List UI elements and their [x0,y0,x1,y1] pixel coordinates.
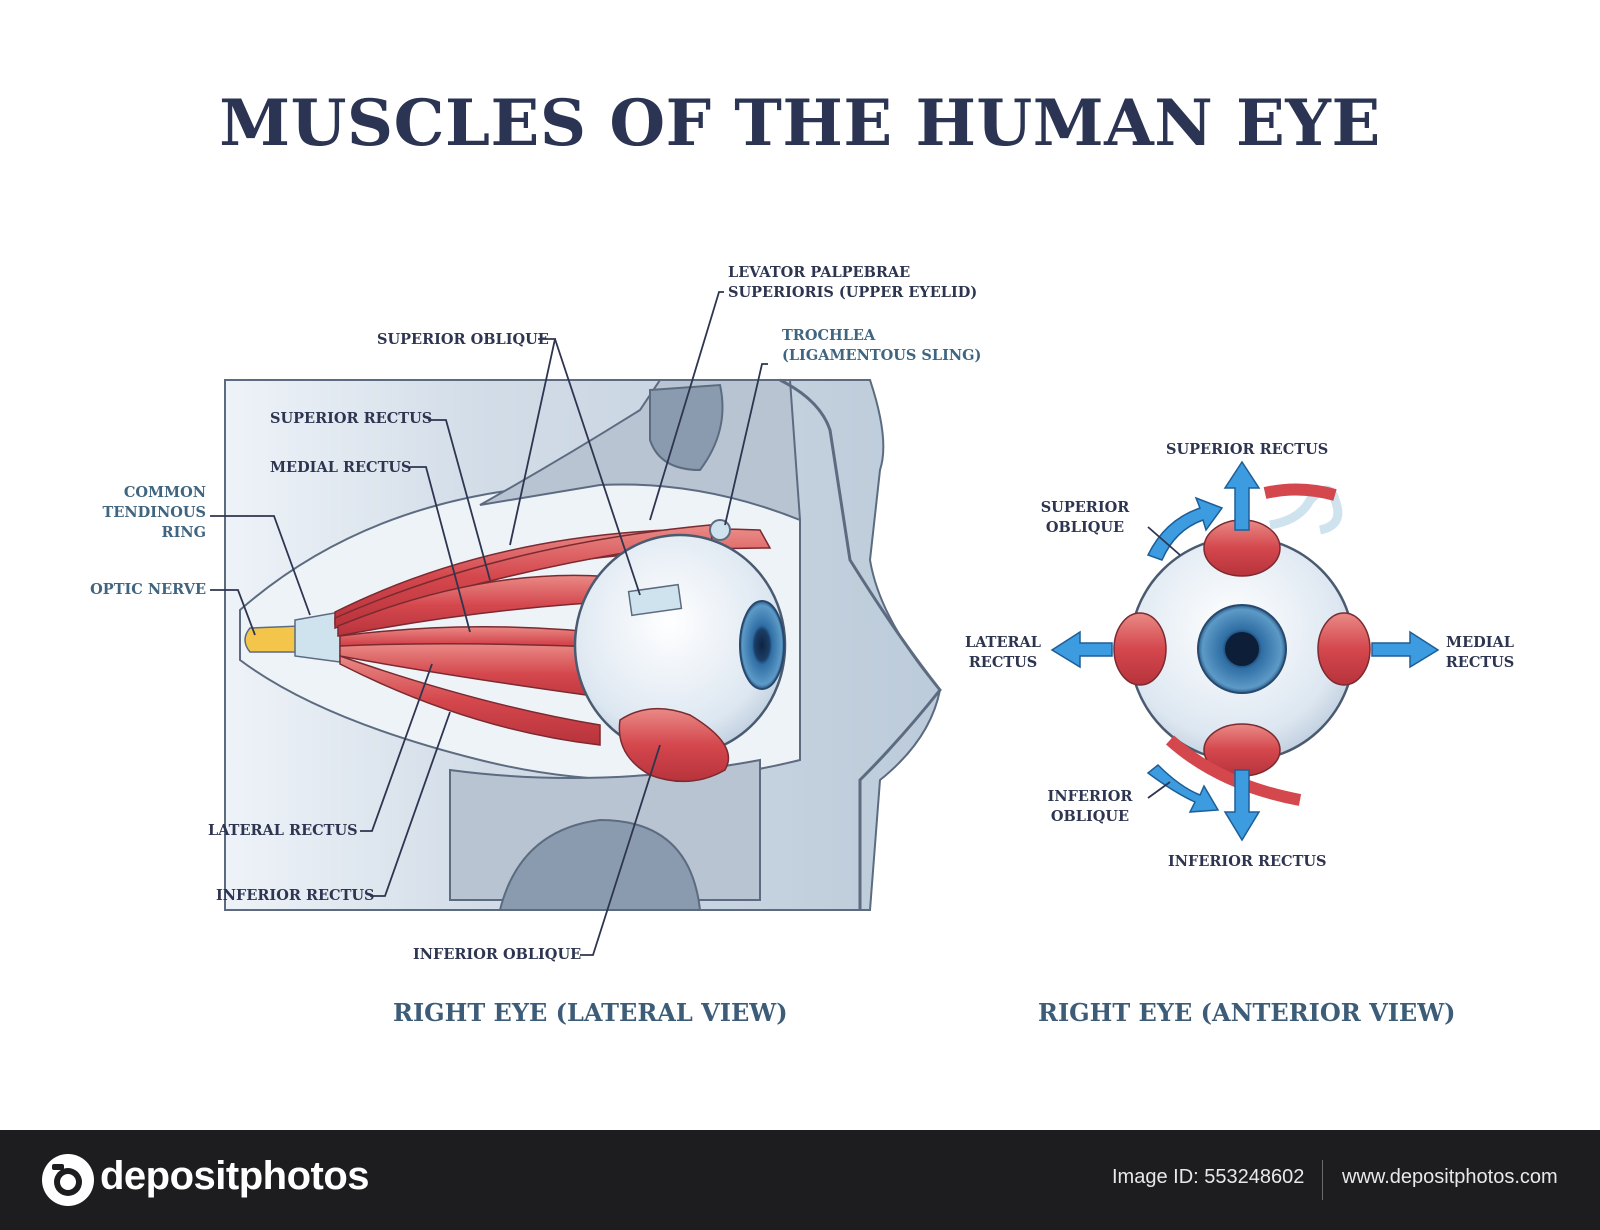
medial-rectus-pad [1317,612,1371,686]
site-url: www.depositphotos.com [1342,1166,1558,1188]
caption-lateral-view: RIGHT EYE (LATERAL VIEW) [393,998,788,1027]
inferior-oblique-muscle [618,707,730,783]
brand-name: depositphotos [100,1154,370,1198]
label-levator-line2: SUPERIORIS (UPPER EYELID) [728,284,978,301]
footer-divider [1322,1160,1323,1200]
label-ant-medial-rectus-line1: MEDIAL [1446,634,1514,651]
anterior-view-illustration [1050,460,1440,842]
image-id: Image ID: 553248602 [1112,1166,1305,1188]
label-superior-rectus: SUPERIOR RECTUS [270,410,433,427]
watermark-footer: depositphotos Image ID: 553248602 www.de… [0,1130,1600,1230]
label-inferior-oblique: INFERIOR OBLIQUE [413,946,582,963]
anterior-leader-lines [1147,526,1181,799]
arrow-right [1371,630,1440,669]
label-inferior-rectus: INFERIOR RECTUS [216,887,375,904]
lateral-view-illustration [224,378,942,911]
optic-nerve-shape [244,625,301,653]
pupil-anterior [1225,632,1259,666]
label-ant-lateral-rectus-line1: LATERAL [965,634,1041,651]
frontal-sinus [649,383,724,472]
maxillary-sinus [498,818,702,911]
arrow-superior-oblique [1146,496,1224,561]
label-medial-rectus: MEDIAL RECTUS [270,459,412,476]
label-common-line3: RING [161,524,206,541]
diagram-title: MUSCLES OF THE HUMAN EYE [219,86,1381,161]
arrow-down [1223,769,1261,842]
label-ant-superior-oblique-line2: OBLIQUE [1045,519,1125,536]
arrow-up [1223,460,1261,531]
label-ant-lateral-rectus-line2: RECTUS [968,654,1038,671]
arrow-left [1050,630,1113,669]
label-superior-oblique: SUPERIOR OBLIQUE [377,331,549,348]
arrow-inferior-oblique [1146,763,1220,813]
face-profile [779,378,942,910]
label-trochlea-line2: (LIGAMENTOUS SLING) [782,347,982,364]
label-common-line2: TENDINOUS [102,504,206,521]
inferior-oblique-band [1165,735,1302,806]
label-ant-medial-rectus-line2: RECTUS [1445,654,1515,671]
tendon-ring-shape [294,611,341,663]
label-ant-superior-oblique-line1: SUPERIOR [1040,499,1130,516]
inferior-rectus-muscle [339,654,601,746]
label-lateral-rectus: LATERAL RECTUS [208,822,358,839]
movement-arrows [1050,460,1440,842]
label-optic-nerve: OPTIC NERVE [90,581,206,598]
label-ant-inferior-rectus: INFERIOR RECTUS [1168,853,1327,870]
trochlea-shape [709,519,731,541]
iris-lateral [739,600,785,690]
caption-anterior-view: RIGHT EYE (ANTERIOR VIEW) [1038,998,1456,1027]
label-ant-inferior-oblique-line1: INFERIOR [1047,788,1133,805]
lateral-leader-lines [210,291,768,956]
label-ant-superior-rectus: SUPERIOR RECTUS [1166,441,1329,458]
diagram-artwork [210,291,1440,956]
label-trochlea-line1: TROCHLEA [782,327,876,344]
lateral-rectus-pad [1113,612,1167,686]
label-ant-inferior-oblique-line2: OBLIQUE [1050,808,1130,825]
superior-oblique-tendon [627,583,683,617]
label-levator-line1: LEVATOR PALPEBRAE [728,264,911,281]
label-common-line1: COMMON [123,484,206,501]
diagram-canvas: MUSCLES OF THE HUMAN EYE LEVATOR PALPEBR… [90,86,1515,1027]
camera-logo-icon [42,1154,94,1206]
superior-oblique-band [1263,483,1337,501]
